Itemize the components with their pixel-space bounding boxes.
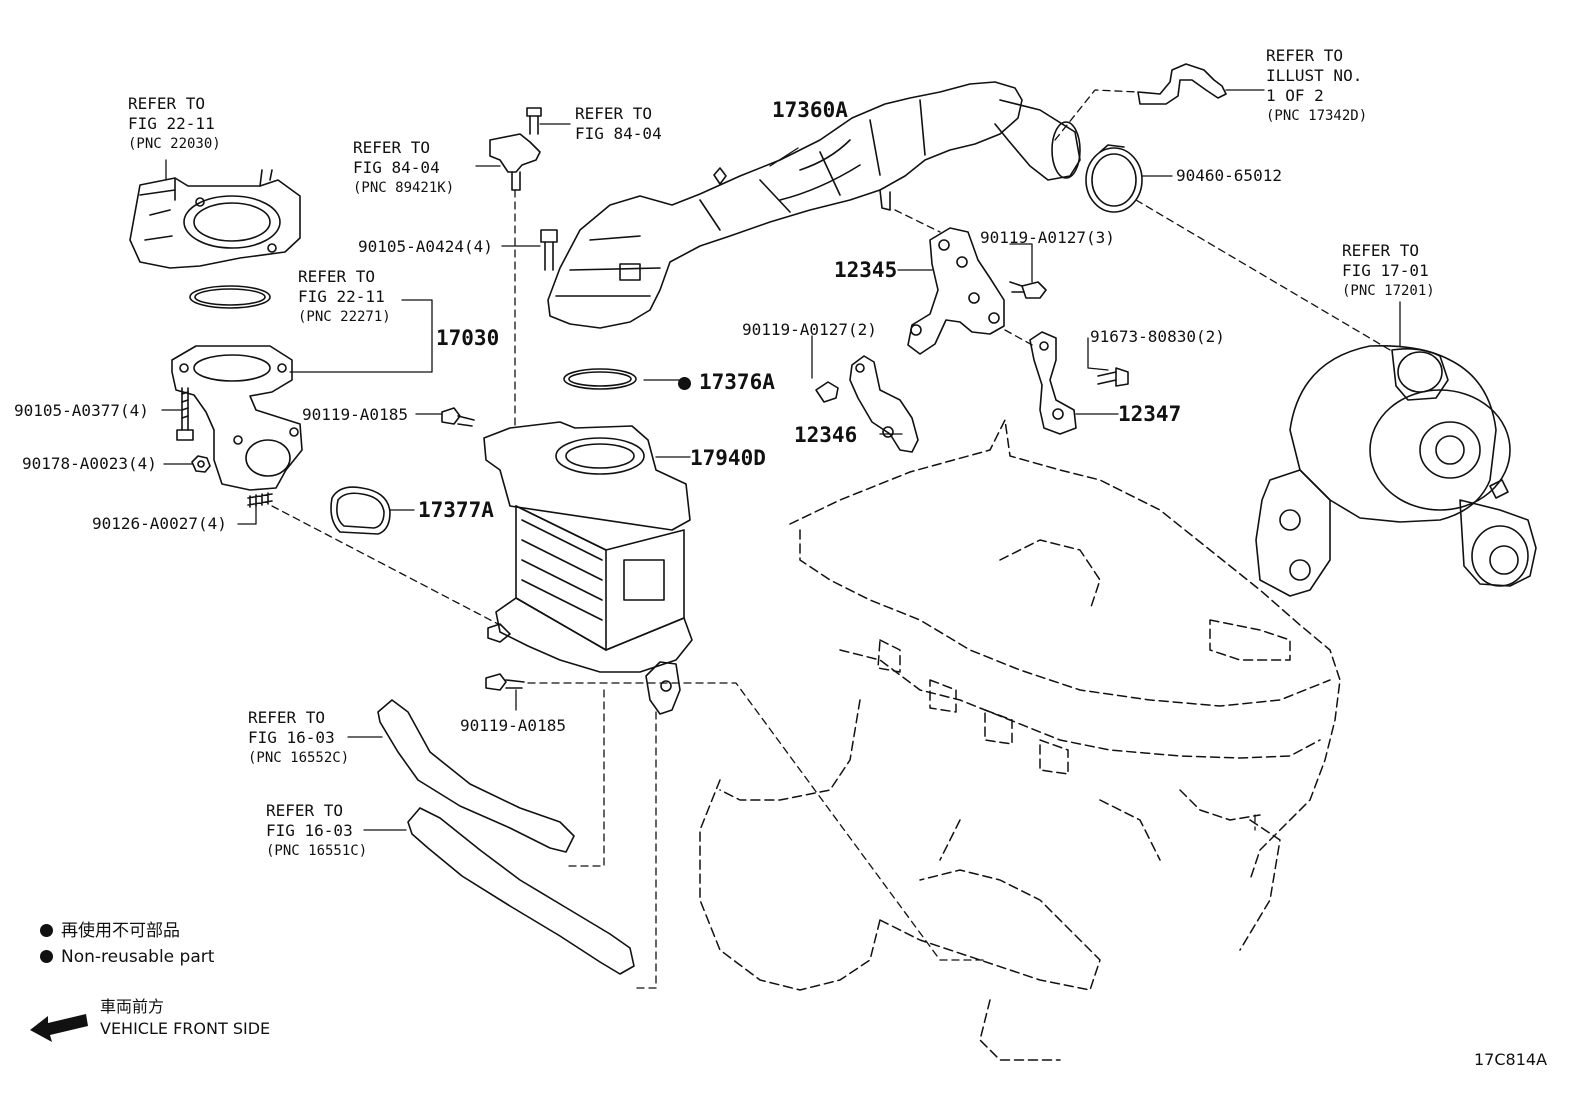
hose-clamp-90460 (1085, 144, 1143, 213)
ref-line: (PNC 22030) (128, 136, 221, 152)
part-label-90119-a0185-bottom: 90119-A0185 (460, 716, 566, 735)
part-label-12345: 12345 (834, 258, 898, 282)
bracket-12346 (849, 355, 919, 453)
intercooler-17940d (483, 421, 693, 715)
ref-sensor-89421k: REFER TO FIG 84-04 (PNC 89421K) (353, 138, 454, 198)
ref-sensor-bolt: REFER TO FIG 84-04 (575, 104, 662, 144)
nut-90178 (191, 455, 211, 473)
legend-row-en: Non-reusable part (40, 944, 214, 970)
bolt-90105-a0424 (540, 229, 558, 271)
ref-throttle-body: REFER TO FIG 22-11 (PNC 22030) (128, 94, 221, 154)
bolt-90119-a0185-bottom (485, 673, 525, 691)
ref-line: REFER TO (353, 138, 431, 157)
legend-front-side: 車両前方 VEHICLE FRONT SIDE (100, 996, 270, 1040)
part-label-90105-a0377: 90105-A0377(4) (14, 401, 149, 420)
front-jp-text: 車両前方 (100, 997, 165, 1016)
hose-16551c (407, 807, 635, 975)
figure-id: 17C814A (1474, 1050, 1548, 1069)
ref-line: FIG 22-11 (298, 287, 385, 306)
engine-block-outline (699, 419, 1341, 1061)
locator-lines (271, 89, 1391, 989)
ref-line: (PNC 17342D) (1266, 108, 1368, 124)
ref-hose-16552c: REFER TO FIG 16-03 (PNC 16552C) (248, 708, 349, 768)
legend-en-text: Non-reusable part (61, 947, 215, 967)
ref-line: FIG 84-04 (575, 124, 662, 143)
adapter-17030-illustration (171, 345, 303, 491)
part-label-90119-a0127-2: 90119-A0127(2) (742, 320, 877, 339)
bolt-91673 (1097, 367, 1129, 387)
ref-line: (PNC 22271) (298, 309, 391, 325)
part-label-90460-65012: 90460-65012 (1176, 166, 1282, 185)
vehicle-front-arrow (30, 1014, 88, 1042)
ref-line: FIG 84-04 (353, 158, 440, 177)
ref-line: (PNC 89421K) (353, 180, 455, 196)
bullet-icon (40, 950, 53, 963)
ref-line: FIG 17-01 (1342, 261, 1429, 280)
ref-line: (PNC 17201) (1342, 283, 1435, 299)
leader-lines (161, 89, 1401, 831)
legend-row-jp: 再使用不可部品 (40, 918, 214, 944)
part-label-17377a: 17377A (418, 498, 494, 522)
front-en-text: VEHICLE FRONT SIDE (100, 1019, 271, 1038)
part-number: 17376A (699, 370, 775, 394)
ref-line: REFER TO (128, 94, 206, 113)
intake-pipe-17360a (547, 81, 1023, 329)
sensor-89421k (489, 107, 542, 191)
ref-line: REFER TO (575, 104, 653, 123)
turbocharger-illustration (1255, 344, 1537, 597)
ref-line: FIG 22-11 (128, 114, 215, 133)
ref-line: REFER TO (1342, 241, 1420, 260)
gasket-ring (189, 285, 271, 309)
part-label-91673-80830: 91673-80830(2) (1090, 327, 1225, 346)
bullet-icon (40, 924, 53, 937)
bolt-90105-a0377 (176, 387, 194, 441)
part-label-90119-a0185-top: 90119-A0185 (302, 405, 408, 424)
outlet-elbow (994, 99, 1081, 181)
bracket-12345 (907, 227, 1005, 355)
ref-line: 1 OF 2 (1266, 86, 1324, 105)
ref-gasket-22271: REFER TO FIG 22-11 (PNC 22271) (298, 267, 391, 327)
bracket-12347 (1029, 331, 1077, 435)
throttle-body-illustration (129, 169, 301, 269)
ref-line: ILLUST NO. (1266, 66, 1363, 85)
legend-jp-text: 再使用不可部品 (61, 921, 180, 941)
hose-16552c (377, 699, 575, 853)
ref-line: REFER TO (1266, 46, 1344, 65)
ref-line: (PNC 16551C) (266, 843, 368, 859)
part-label-17360a: 17360A (772, 98, 848, 122)
ref-hose-16551c: REFER TO FIG 16-03 (PNC 16551C) (266, 801, 367, 861)
part-label-12346: 12346 (794, 423, 858, 447)
part-label-17376a: 17376A (678, 370, 775, 394)
ref-line: FIG 16-03 (248, 728, 335, 747)
bolt-90119-a0127-3 (1009, 281, 1047, 299)
non-reusable-bullet-icon (678, 377, 691, 390)
bolt-90119-a0185-top (441, 407, 475, 427)
ref-illust-17342d: REFER TO ILLUST NO. 1 OF 2 (PNC 17342D) (1266, 46, 1367, 126)
bolt-90119-a0127-2 (815, 381, 839, 403)
part-label-90119-a0127-3: 90119-A0127(3) (980, 228, 1115, 247)
ref-line: REFER TO (266, 801, 344, 820)
stud-90126 (247, 492, 273, 508)
ref-turbo-17201: REFER TO FIG 17-01 (PNC 17201) (1342, 241, 1435, 301)
part-label-90105-a0424: 90105-A0424(4) (358, 237, 493, 256)
ref-line: REFER TO (248, 708, 326, 727)
ref-line: (PNC 16552C) (248, 750, 350, 766)
part-label-12347: 12347 (1118, 402, 1182, 426)
ref-line: FIG 16-03 (266, 821, 353, 840)
part-label-90126-a0027: 90126-A0027(4) (92, 514, 227, 533)
part-label-17940d: 17940D (690, 446, 766, 470)
part-label-90178-a0023: 90178-A0023(4) (22, 454, 157, 473)
ref-line: REFER TO (298, 267, 376, 286)
hose-17342d (1137, 63, 1227, 105)
part-label-17030: 17030 (436, 326, 500, 350)
legend-non-reusable: 再使用不可部品 Non-reusable part (40, 918, 214, 970)
